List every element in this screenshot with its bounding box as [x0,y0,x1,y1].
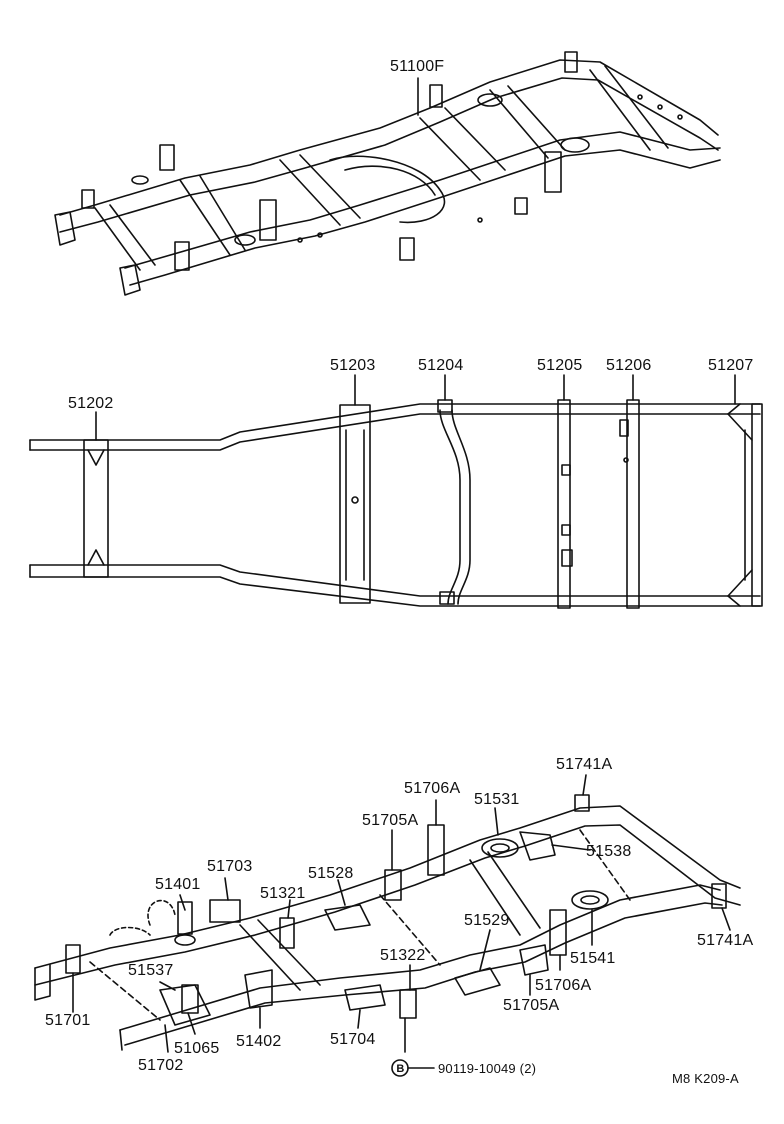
label-51705A-bottom: 51705A [503,997,560,1014]
label-51705A-top: 51705A [362,812,419,829]
label-51701: 51701 [45,1012,91,1029]
label-51100F: 51100F [390,58,445,75]
label-51401: 51401 [155,876,201,893]
bolt-symbol-icon: B [396,1063,405,1075]
footer-code: M8 K209-A [672,1071,739,1086]
label-51704: 51704 [330,1031,376,1048]
label-51322: 51322 [380,947,426,964]
label-51321: 51321 [260,885,306,902]
frame-bracket-view [35,775,740,1076]
label-51065: 51065 [174,1040,220,1057]
label-51741A-top: 51741A [556,756,613,773]
label-51703: 51703 [207,858,253,875]
frame-assembly-top [55,52,720,295]
label-bolt-part: 90119-10049 (2) [438,1061,537,1076]
label-51702: 51702 [138,1057,184,1074]
label-51531: 51531 [474,791,520,808]
frame-plan-view [30,375,762,608]
label-51402: 51402 [236,1033,282,1050]
label-51537: 51537 [128,962,174,979]
label-51205: 51205 [537,357,583,374]
label-51741A-right: 51741A [697,932,754,949]
label-51203: 51203 [330,357,376,374]
label-51706A-bottom: 51706A [535,977,592,994]
label-51541: 51541 [570,950,616,967]
label-51538: 51538 [586,843,632,860]
label-51204: 51204 [418,357,464,374]
label-51202: 51202 [68,395,114,412]
label-51706A-top: 51706A [404,780,461,797]
label-51207: 51207 [708,357,754,374]
label-51206: 51206 [606,357,652,374]
label-51528: 51528 [308,865,354,882]
label-51529: 51529 [464,912,510,929]
